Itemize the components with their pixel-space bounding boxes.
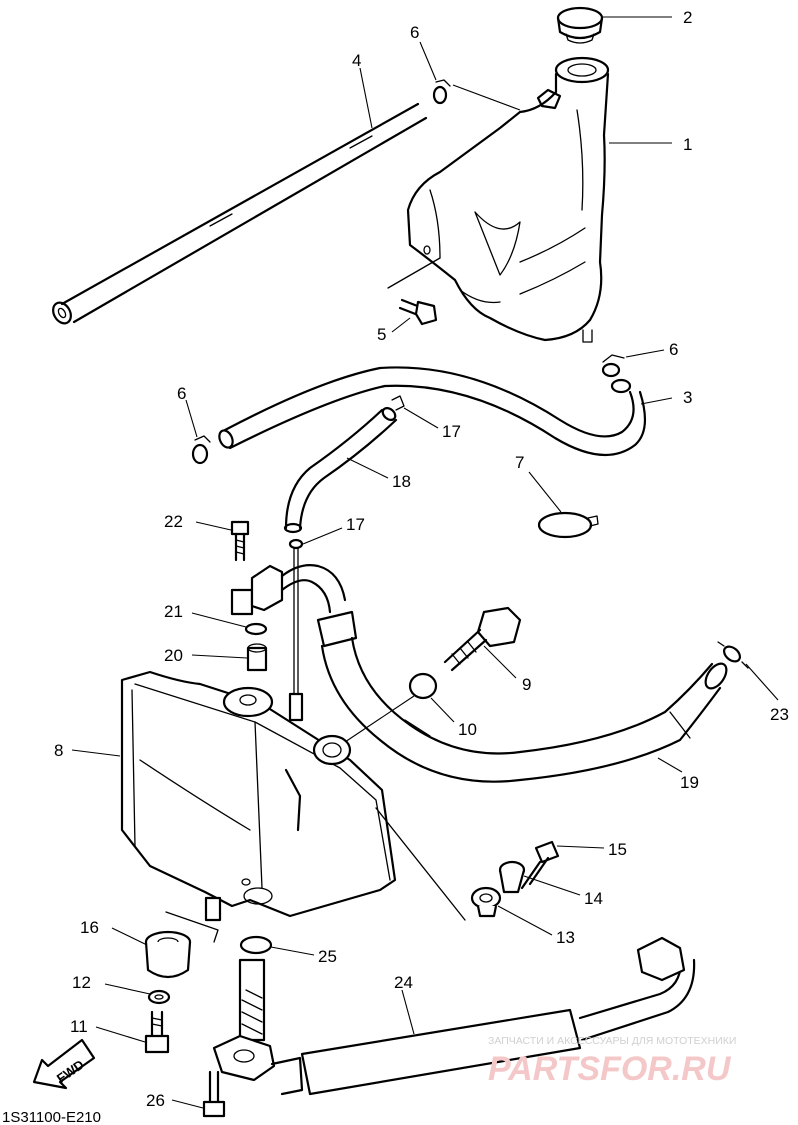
- fwd-arrow-icon: FWD: [32, 1038, 96, 1090]
- drawing-code: 1S31100-E210: [2, 1109, 101, 1125]
- callout-14: 14: [584, 889, 603, 908]
- callout-6: 6: [669, 340, 678, 359]
- callout-17: 17: [442, 422, 461, 441]
- clip-23: [717, 641, 779, 701]
- callout-25: 25: [318, 947, 337, 966]
- collar-14: [498, 860, 581, 896]
- o-ring-10: [335, 672, 455, 749]
- callout-13: 13: [556, 928, 575, 947]
- callout-12-label: 12: [72, 973, 91, 992]
- washer-21: [191, 612, 268, 636]
- bolt-11: [95, 1010, 170, 1054]
- grommet-13: [470, 886, 553, 936]
- o-ring-25: [239, 935, 315, 956]
- callout-19: 19: [680, 773, 699, 792]
- oil-pipe: [212, 936, 696, 1096]
- breather-hose: [283, 406, 398, 534]
- callout-15: 15: [608, 840, 627, 859]
- callout-21: 21: [164, 602, 183, 621]
- long-tube: [52, 67, 428, 325]
- filler-cap: [556, 6, 672, 44]
- callout-17: 17: [346, 515, 365, 534]
- callout-22: 22: [164, 512, 183, 531]
- callout-24: 24: [394, 973, 413, 992]
- callout-8: 8: [54, 741, 63, 760]
- callout-labels: 2 1 6 4 5 6 3 6 17 18 7 22 17 21 20 9 23…: [54, 8, 789, 1110]
- main-hose: [316, 610, 728, 783]
- callout-3: 3: [683, 388, 692, 407]
- clip-6-top: [419, 41, 451, 105]
- sensor-9: [443, 606, 522, 679]
- callout-9: 9: [522, 675, 531, 694]
- watermark: ЗАПЧАСТИ И АКСЕССУАРЫ ДЛЯ МОТОТЕХНИКИ PA…: [488, 1035, 736, 1088]
- washer-12: [104, 983, 171, 1005]
- bolt-22: [195, 520, 250, 562]
- callout-2: 2: [683, 8, 692, 27]
- clip-6-right: [601, 349, 665, 378]
- overflow-hose: [218, 366, 673, 457]
- callout-5: 5: [377, 325, 386, 344]
- damper-16: [111, 911, 219, 979]
- bolt-26: [171, 1070, 226, 1118]
- clip-17-lower: [288, 527, 343, 699]
- callout-23: 23: [770, 705, 789, 724]
- callout-4: 4: [352, 51, 361, 70]
- callout-20: 20: [164, 646, 183, 665]
- collar-20: [191, 643, 268, 672]
- callout-18: 18: [392, 472, 411, 491]
- oil-tank: [71, 670, 466, 922]
- hose-clamp-7: [528, 471, 599, 539]
- callout-16: 16: [80, 918, 99, 937]
- callout-11-label: 11: [70, 1017, 88, 1036]
- watermark-tagline: ЗАПЧАСТИ И АКСЕССУАРЫ ДЛЯ МОТОТЕХНИКИ: [488, 1035, 736, 1047]
- reservoir-tank: [406, 56, 672, 343]
- callout-1: 1: [683, 135, 692, 154]
- callout-7: 7: [515, 453, 524, 472]
- bolt-15: [520, 840, 605, 890]
- watermark-brand: PARTSFOR.RU: [488, 1050, 732, 1088]
- bracket-block: [230, 564, 347, 616]
- bolt-5: [387, 257, 441, 333]
- callout-10: 10: [458, 720, 477, 739]
- callout-6: 6: [177, 384, 186, 403]
- callout-6: 6: [410, 23, 419, 42]
- clip-6-left: [185, 399, 211, 465]
- callout-26: 26: [146, 1091, 165, 1110]
- clip-17-upper: [391, 395, 439, 429]
